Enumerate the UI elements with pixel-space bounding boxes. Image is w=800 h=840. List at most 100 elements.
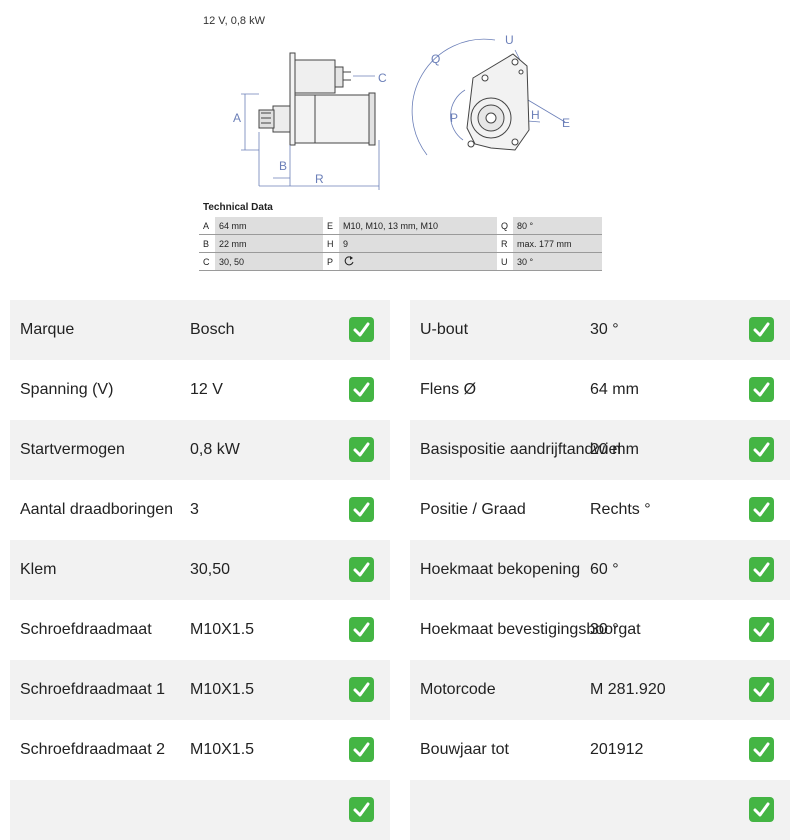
dim-r-label: R (315, 172, 324, 186)
spec-label: Schroefdraadmaat 2 (20, 741, 165, 758)
check-mark-icon (749, 377, 774, 402)
check-mark-icon (349, 797, 374, 822)
check-mark-icon (749, 437, 774, 462)
spec-value: 0,8 kW (190, 441, 240, 458)
tech-key: B (199, 234, 215, 253)
check-mark-icon (349, 557, 374, 582)
check-mark-icon (349, 377, 374, 402)
spec-value: 12 V (190, 381, 223, 398)
spec-value: M10X1.5 (190, 741, 255, 758)
check-mark-icon (749, 497, 774, 522)
spec-value: 30,50 (190, 561, 231, 578)
check-mark-icon (349, 677, 374, 702)
dim-e-label: E (562, 116, 570, 130)
tech-key: C (199, 252, 215, 271)
tech-key: E (323, 217, 339, 235)
tech-value: 64 mm (215, 217, 323, 235)
check-mark-icon (349, 617, 374, 642)
dim-p-label: P (450, 111, 458, 125)
check-mark-icon (349, 437, 374, 462)
spec-value: 30 ° (590, 321, 619, 338)
spec-value: 3 (190, 501, 199, 518)
tech-key: H (323, 234, 339, 253)
check-mark-icon (749, 557, 774, 582)
spec-label: Startvermogen (20, 441, 125, 458)
tech-row: A 64 mm E M10, M10, 13 mm, M10 Q 80 ° (199, 217, 602, 235)
spec-label: Hoekmaat bevestigingsboorgat (420, 621, 641, 638)
spec-value: M10X1.5 (190, 681, 255, 698)
dim-u-label: U (505, 33, 514, 47)
check-mark-icon (749, 317, 774, 342)
tech-row: C 30, 50 P U 30 ° (199, 252, 602, 271)
spec-row: Hoekmaat bekopening 60 ° (410, 540, 790, 600)
spec-row: Flens Ø 64 mm (410, 360, 790, 420)
spec-row: Aantal draadboringen 3 (10, 480, 390, 540)
tech-value: M10, M10, 13 mm, M10 (339, 217, 497, 235)
spec-label: Bouwjaar tot (420, 741, 509, 758)
drawing-title: 12 V, 0,8 kW (203, 15, 265, 27)
tech-key: Q (497, 217, 513, 235)
tech-value: 30 ° (513, 252, 602, 271)
spec-value: M 281.920 (590, 681, 666, 698)
spec-row: Positie / Graad Rechts ° (410, 480, 790, 540)
tech-value: 30, 50 (215, 252, 323, 271)
technical-data-table: A 64 mm E M10, M10, 13 mm, M10 Q 80 ° B … (199, 217, 602, 271)
spec-value: M10X1.5 (190, 621, 255, 638)
tech-value: max. 177 mm (513, 234, 602, 253)
dim-q-label: Q (431, 52, 440, 66)
spec-row: U-bout 30 ° (410, 300, 790, 360)
spec-value: 20 mm (590, 441, 639, 458)
spec-value: Rechts ° (590, 501, 651, 518)
check-mark-icon (749, 677, 774, 702)
spec-row: Schroefdraadmaat 1 M10X1.5 (10, 660, 390, 720)
spec-label: Flens Ø (420, 381, 477, 398)
dim-b-label: B (279, 159, 287, 173)
starter-motor-drawing: A B C R Q U P H E (233, 33, 570, 190)
spec-label: Klem (20, 561, 57, 578)
spec-label: Basispositie aandrijftandwiel (420, 441, 621, 458)
tech-key: A (199, 217, 215, 235)
check-mark-icon (349, 317, 374, 342)
check-mark-icon (349, 737, 374, 762)
tech-value: 9 (339, 234, 497, 253)
tech-key: P (323, 252, 339, 271)
tech-row: B 22 mm H 9 R max. 177 mm (199, 234, 602, 253)
spec-value: Bosch (190, 321, 235, 338)
technical-data-title: Technical Data (203, 202, 273, 213)
spec-row: Spanning (V) 12 V (10, 360, 390, 420)
tech-key: U (497, 252, 513, 271)
spec-label: Schroefdraadmaat 1 (20, 681, 165, 698)
dim-c-label: C (378, 71, 387, 85)
check-mark-icon (749, 737, 774, 762)
spec-label: Positie / Graad (420, 501, 526, 518)
spec-label: U-bout (420, 321, 469, 338)
spec-value: 64 mm (590, 381, 639, 398)
rotation-icon (344, 255, 354, 265)
spec-row (410, 780, 790, 840)
dim-a-label: A (233, 111, 241, 125)
spec-row: Marque Bosch (10, 300, 390, 360)
spec-row (10, 780, 390, 840)
spec-value: 30 ° (590, 621, 619, 638)
check-mark-icon (749, 617, 774, 642)
spec-label: Marque (20, 321, 75, 338)
spec-label: Aantal draadboringen (20, 501, 174, 518)
spec-row: Bouwjaar tot 201912 (410, 720, 790, 780)
spec-list-right: U-bout 30 ° Flens Ø 64 mm Basispositie aandr… (410, 300, 790, 840)
tech-key: R (497, 234, 513, 253)
spec-value: 60 ° (590, 561, 619, 578)
spec-row: Klem 30,50 (10, 540, 390, 600)
spec-label: Spanning (V) (20, 381, 114, 398)
spec-value: 201912 (590, 741, 644, 758)
spec-label: Hoekmaat bekopening (420, 561, 581, 578)
check-mark-icon (749, 797, 774, 822)
check-mark-icon (349, 497, 374, 522)
tech-value: 80 ° (513, 217, 602, 235)
spec-row: Schroefdraadmaat 2 M10X1.5 (10, 720, 390, 780)
tech-value: 22 mm (215, 234, 323, 253)
